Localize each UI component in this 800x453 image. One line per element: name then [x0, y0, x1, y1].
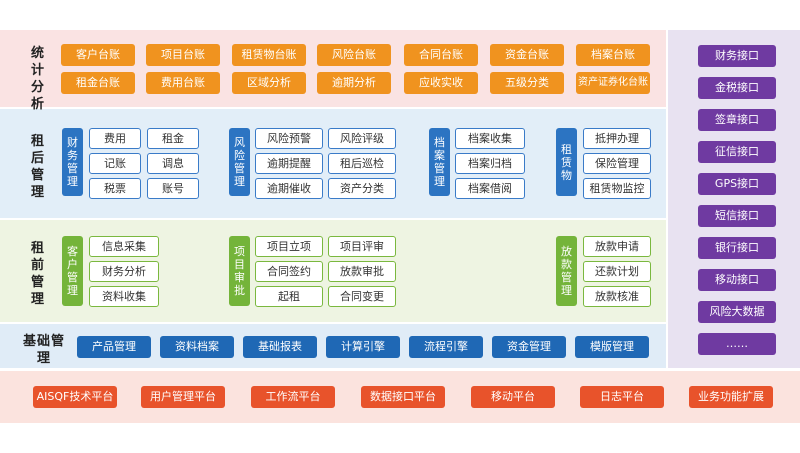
pre-lease-title-text: 租前管理: [30, 241, 45, 307]
stat-item[interactable]: 合同台账: [404, 44, 478, 66]
stat-item[interactable]: 档案台账: [576, 44, 650, 66]
customer-item[interactable]: 财务分析: [89, 261, 159, 282]
project-group-label: 项目审批: [229, 236, 250, 306]
stat-item[interactable]: 应收实收: [404, 72, 478, 94]
stat-item[interactable]: 项目台账: [146, 44, 220, 66]
risk-group-label: 风险管理: [229, 128, 250, 196]
platform-item[interactable]: 用户管理平台: [141, 386, 225, 408]
platform-item[interactable]: 日志平台: [580, 386, 664, 408]
leased-group-label: 租赁物: [556, 128, 577, 196]
interface-item[interactable]: 风险大数据: [698, 301, 776, 323]
interface-item[interactable]: 财务接口: [698, 45, 776, 67]
stat-item[interactable]: 五级分类: [490, 72, 564, 94]
loan-item[interactable]: 放款核准: [583, 286, 651, 307]
statistics-title: 统计分析: [28, 45, 48, 113]
basic-item[interactable]: 计算引擎: [326, 336, 400, 358]
statistics-title-text: 统计分析: [30, 46, 45, 112]
customer-item[interactable]: 资料收集: [89, 286, 159, 307]
stat-item[interactable]: 客户台账: [61, 44, 135, 66]
interface-item[interactable]: GPS接口: [698, 173, 776, 195]
stat-item[interactable]: 逾期分析: [317, 72, 391, 94]
basic-item[interactable]: 资料档案: [160, 336, 234, 358]
project-item[interactable]: 合同签约: [255, 261, 323, 282]
finance-group-label: 财务管理: [62, 128, 83, 196]
interface-item[interactable]: 金税接口: [698, 77, 776, 99]
basic-item[interactable]: 产品管理: [77, 336, 151, 358]
stat-item[interactable]: 费用台账: [146, 72, 220, 94]
stat-item[interactable]: 区域分析: [232, 72, 306, 94]
risk-item[interactable]: 资产分类: [328, 178, 396, 199]
stat-item[interactable]: 资金台账: [490, 44, 564, 66]
interface-item[interactable]: 签章接口: [698, 109, 776, 131]
archive-item[interactable]: 档案归档: [455, 153, 525, 174]
interface-item[interactable]: 移动接口: [698, 269, 776, 291]
post-lease-title-text: 租后管理: [30, 134, 45, 200]
loan-item[interactable]: 还款计划: [583, 261, 651, 282]
leased-item[interactable]: 租赁物监控: [583, 178, 651, 199]
finance-item[interactable]: 租金: [147, 128, 199, 149]
project-item[interactable]: 项目评审: [328, 236, 396, 257]
interface-item[interactable]: 银行接口: [698, 237, 776, 259]
basic-item[interactable]: 资金管理: [492, 336, 566, 358]
basic-item[interactable]: 流程引擎: [409, 336, 483, 358]
finance-item[interactable]: 账号: [147, 178, 199, 199]
risk-item[interactable]: 逾期催收: [255, 178, 323, 199]
leased-item[interactable]: 保险管理: [583, 153, 651, 174]
archive-item[interactable]: 档案收集: [455, 128, 525, 149]
finance-item[interactable]: 费用: [89, 128, 141, 149]
finance-item[interactable]: 记账: [89, 153, 141, 174]
post-lease-title: 租后管理: [28, 133, 48, 201]
platform-item[interactable]: 移动平台: [471, 386, 555, 408]
project-item[interactable]: 合同变更: [328, 286, 396, 307]
basic-title: 基础管理: [18, 333, 70, 367]
customer-item[interactable]: 信息采集: [89, 236, 159, 257]
basic-item[interactable]: 基础报表: [243, 336, 317, 358]
interface-item[interactable]: 征信接口: [698, 141, 776, 163]
loan-group-label: 放款管理: [556, 236, 577, 306]
loan-item[interactable]: 放款申请: [583, 236, 651, 257]
platform-item[interactable]: 业务功能扩展: [689, 386, 773, 408]
project-item[interactable]: 项目立项: [255, 236, 323, 257]
project-item[interactable]: 放款审批: [328, 261, 396, 282]
customer-group-label: 客户管理: [62, 236, 83, 306]
archive-group-label: 档案管理: [429, 128, 450, 196]
stat-item[interactable]: 租赁物台账: [232, 44, 306, 66]
platform-item[interactable]: 工作流平台: [251, 386, 335, 408]
archive-item[interactable]: 档案借阅: [455, 178, 525, 199]
leased-item[interactable]: 抵押办理: [583, 128, 651, 149]
risk-item[interactable]: 逾期提醒: [255, 153, 323, 174]
finance-item[interactable]: 税票: [89, 178, 141, 199]
risk-item[interactable]: 风险评级: [328, 128, 396, 149]
pre-lease-title: 租前管理: [28, 240, 48, 308]
basic-title-text: 基础管理: [22, 334, 65, 366]
risk-item[interactable]: 风险预警: [255, 128, 323, 149]
risk-item[interactable]: 租后巡检: [328, 153, 396, 174]
interface-more[interactable]: ……: [698, 333, 776, 355]
statistics-band: [0, 30, 666, 107]
interface-item[interactable]: 短信接口: [698, 205, 776, 227]
finance-item[interactable]: 调息: [147, 153, 199, 174]
platform-item[interactable]: AISQF技术平台: [33, 386, 117, 408]
project-item[interactable]: 起租: [255, 286, 323, 307]
stat-item[interactable]: 资产证券化台账: [576, 72, 650, 94]
stat-item[interactable]: 租金台账: [61, 72, 135, 94]
platform-item[interactable]: 数据接口平台: [361, 386, 445, 408]
stat-item[interactable]: 风险台账: [317, 44, 391, 66]
basic-item[interactable]: 模版管理: [575, 336, 649, 358]
